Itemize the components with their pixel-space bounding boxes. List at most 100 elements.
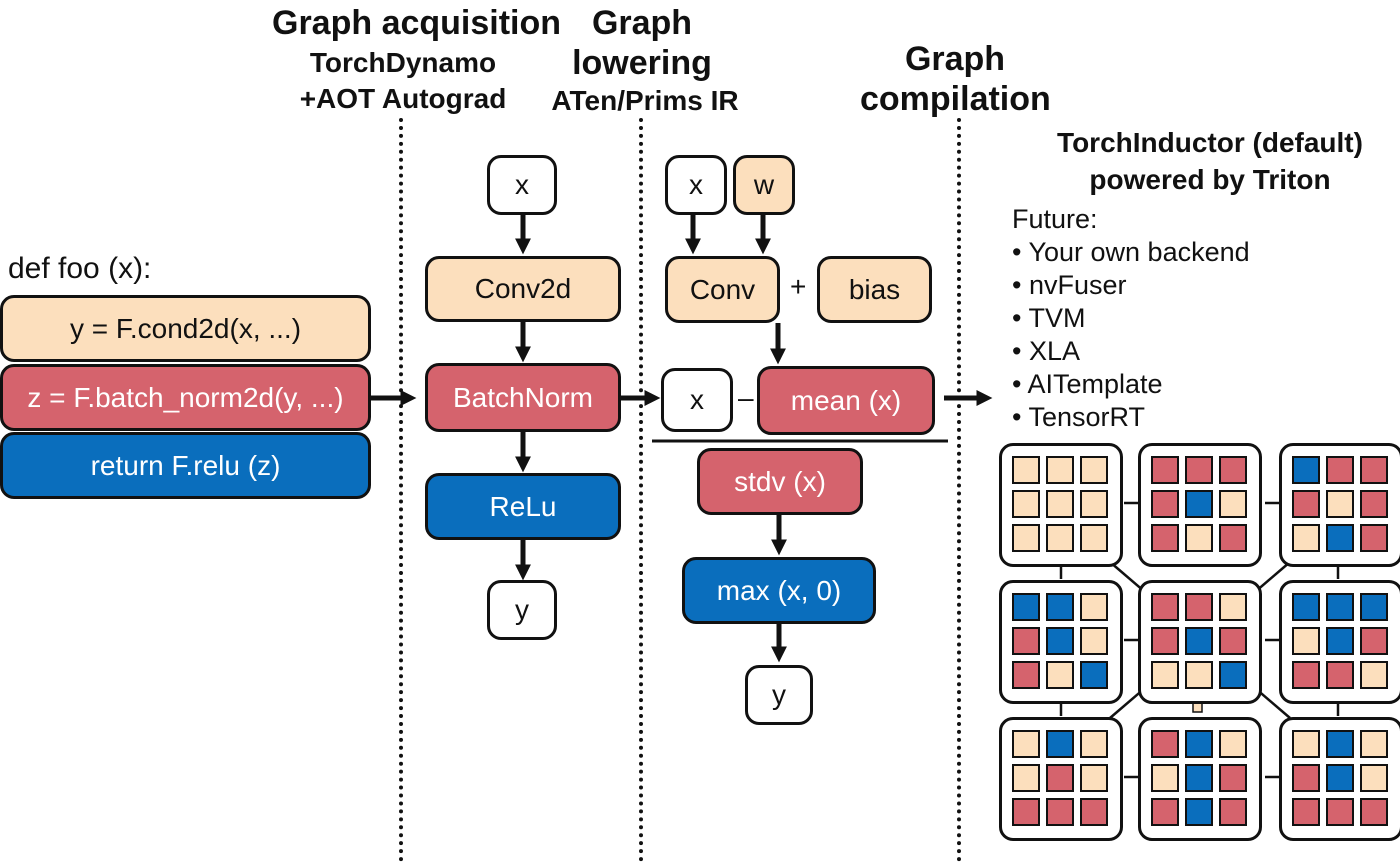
- processor-cell: [1151, 627, 1179, 655]
- processor-cell: [1219, 764, 1247, 792]
- header-graph-lowering-2: lowering: [572, 44, 712, 82]
- processor-cell: [1219, 524, 1247, 552]
- processor-cell: [1080, 593, 1108, 621]
- processor-cell: [1360, 764, 1388, 792]
- graph2-output-y: y: [745, 665, 813, 725]
- processor-cell: [1080, 661, 1108, 689]
- future-list: Your own backend nvFuser TVM XLA AITempl…: [1012, 236, 1250, 434]
- processor-cell: [1326, 730, 1354, 758]
- code-signature: def foo (x):: [8, 252, 152, 285]
- graph2-mean: mean (x): [757, 366, 935, 435]
- processor-tile: [1279, 717, 1400, 841]
- processor-cell: [1151, 730, 1179, 758]
- processor-cell: [1292, 627, 1320, 655]
- header-graph-compilation-2: compilation: [860, 80, 1051, 118]
- processor-tile: [1279, 580, 1400, 704]
- processor-cell: [1360, 524, 1388, 552]
- future-item: TVM: [1012, 302, 1250, 335]
- processor-cell: [1046, 593, 1074, 621]
- processor-cell: [1219, 730, 1247, 758]
- processor-cell: [1326, 627, 1354, 655]
- processor-cell: [1151, 490, 1179, 518]
- processor-cell: [1292, 490, 1320, 518]
- processor-cell: [1185, 764, 1213, 792]
- separator-2: [639, 118, 643, 862]
- processor-cell: [1046, 798, 1074, 826]
- processor-tile: [1138, 717, 1262, 841]
- graph1-conv2d: Conv2d: [425, 256, 621, 322]
- processor-cell: [1360, 730, 1388, 758]
- processor-cell: [1360, 456, 1388, 484]
- processor-cell: [1185, 730, 1213, 758]
- processor-cell: [1012, 490, 1040, 518]
- header-aot-autograd: +AOT Autograd: [299, 83, 507, 114]
- processor-cell: [1326, 764, 1354, 792]
- header-torchdynamo: TorchDynamo: [309, 47, 497, 78]
- future-item: nvFuser: [1012, 269, 1250, 302]
- code-line-batchnorm: z = F.batch_norm2d(y, ...): [0, 364, 371, 431]
- processor-cell: [1219, 661, 1247, 689]
- processor-tile: [999, 580, 1123, 704]
- processor-cell: [1360, 593, 1388, 621]
- processor-cell: [1080, 730, 1108, 758]
- graph2-stdv: stdv (x): [697, 448, 863, 515]
- future-item: TensorRT: [1012, 401, 1250, 434]
- graph2-bias: bias: [817, 256, 932, 323]
- processor-tile: [999, 717, 1123, 841]
- processor-cell: [1151, 524, 1179, 552]
- processor-cell: [1151, 593, 1179, 621]
- processor-cell: [1360, 798, 1388, 826]
- processor-cell: [1219, 490, 1247, 518]
- processor-cell: [1326, 593, 1354, 621]
- processor-cell: [1046, 490, 1074, 518]
- processor-tile: [1138, 443, 1262, 567]
- processor-cell: [1012, 593, 1040, 621]
- graph2-input-x: x: [665, 155, 727, 215]
- processor-cell: [1080, 456, 1108, 484]
- processor-cell: [1292, 730, 1320, 758]
- processor-cell: [1151, 764, 1179, 792]
- processor-cell: [1326, 661, 1354, 689]
- processor-cell: [1012, 456, 1040, 484]
- processor-cell: [1185, 627, 1213, 655]
- separator-3: [957, 118, 961, 862]
- processor-cell: [1080, 627, 1108, 655]
- processor-cell: [1219, 593, 1247, 621]
- processor-cell: [1360, 661, 1388, 689]
- processor-cell: [1185, 593, 1213, 621]
- processor-cell: [1046, 627, 1074, 655]
- graph2-conv: Conv: [665, 256, 780, 323]
- processor-cell: [1185, 456, 1213, 484]
- processor-cell: [1326, 456, 1354, 484]
- header-graph-compilation-1: Graph: [904, 40, 1006, 78]
- future-item: XLA: [1012, 335, 1250, 368]
- processor-cell: [1185, 661, 1213, 689]
- future-item: Your own backend: [1012, 236, 1249, 269]
- processor-tile: [1138, 580, 1262, 704]
- processor-cell: [1046, 764, 1074, 792]
- processor-tile: [999, 443, 1123, 567]
- processor-cell: [1080, 524, 1108, 552]
- graph2-max: max (x, 0): [682, 557, 876, 624]
- processor-cell: [1292, 798, 1320, 826]
- processor-cell: [1012, 661, 1040, 689]
- processor-cell: [1012, 524, 1040, 552]
- graph2-weight-w: w: [733, 155, 795, 215]
- graph2-minus: –: [738, 382, 754, 413]
- processor-cell: [1080, 490, 1108, 518]
- processor-tile: [1279, 443, 1400, 567]
- processor-cell: [1046, 730, 1074, 758]
- graph2-numerator-x: x: [661, 368, 733, 432]
- processor-cell: [1292, 764, 1320, 792]
- code-line-conv: y = F.cond2d(x, ...): [0, 295, 371, 362]
- processor-cell: [1292, 593, 1320, 621]
- future-item: AITemplate: [1012, 368, 1250, 401]
- processor-cell: [1046, 524, 1074, 552]
- processor-cell: [1219, 627, 1247, 655]
- future-backends: Future: Your own backend nvFuser TVM XLA…: [1012, 203, 1250, 434]
- processor-cell: [1046, 661, 1074, 689]
- processor-cell: [1185, 798, 1213, 826]
- processor-cell: [1185, 490, 1213, 518]
- header-graph-lowering-1: Graph: [591, 4, 693, 42]
- processor-cell: [1326, 524, 1354, 552]
